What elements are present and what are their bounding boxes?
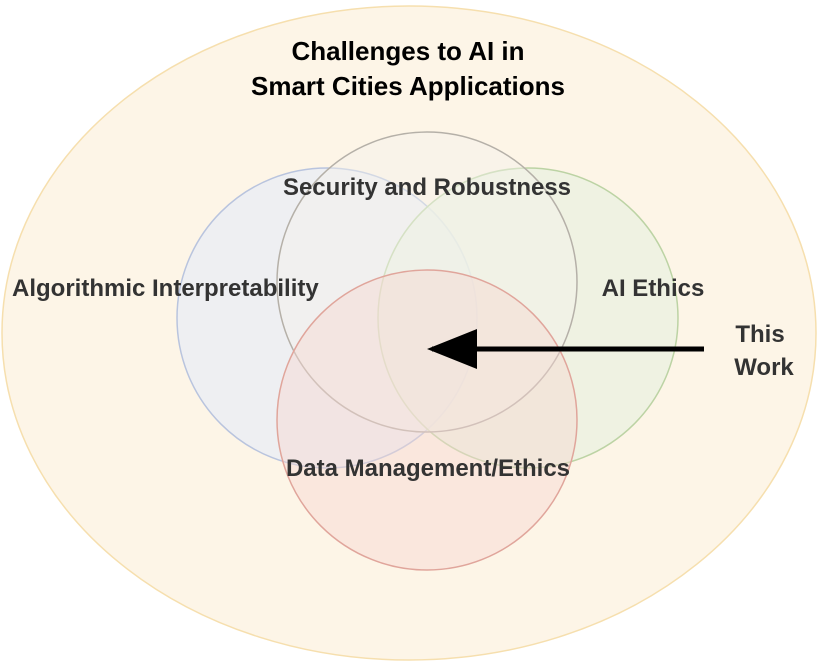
ethics-circle	[377, 167, 679, 469]
interpretability-label: Algorithmic Interpretability	[12, 275, 319, 302]
pointer-label-line2: Work	[734, 354, 794, 381]
ethics-label: AI Ethics	[602, 275, 705, 302]
security-circle	[276, 131, 578, 433]
data-label: Data Management/Ethics	[286, 455, 570, 482]
pointer-label-line1: This	[735, 321, 784, 348]
diagram-title-line2: Smart Cities Applications	[251, 71, 565, 101]
data-circle	[276, 269, 578, 571]
security-label: Security and Robustness	[283, 174, 571, 201]
diagram-title-line1: Challenges to AI in	[291, 36, 524, 66]
